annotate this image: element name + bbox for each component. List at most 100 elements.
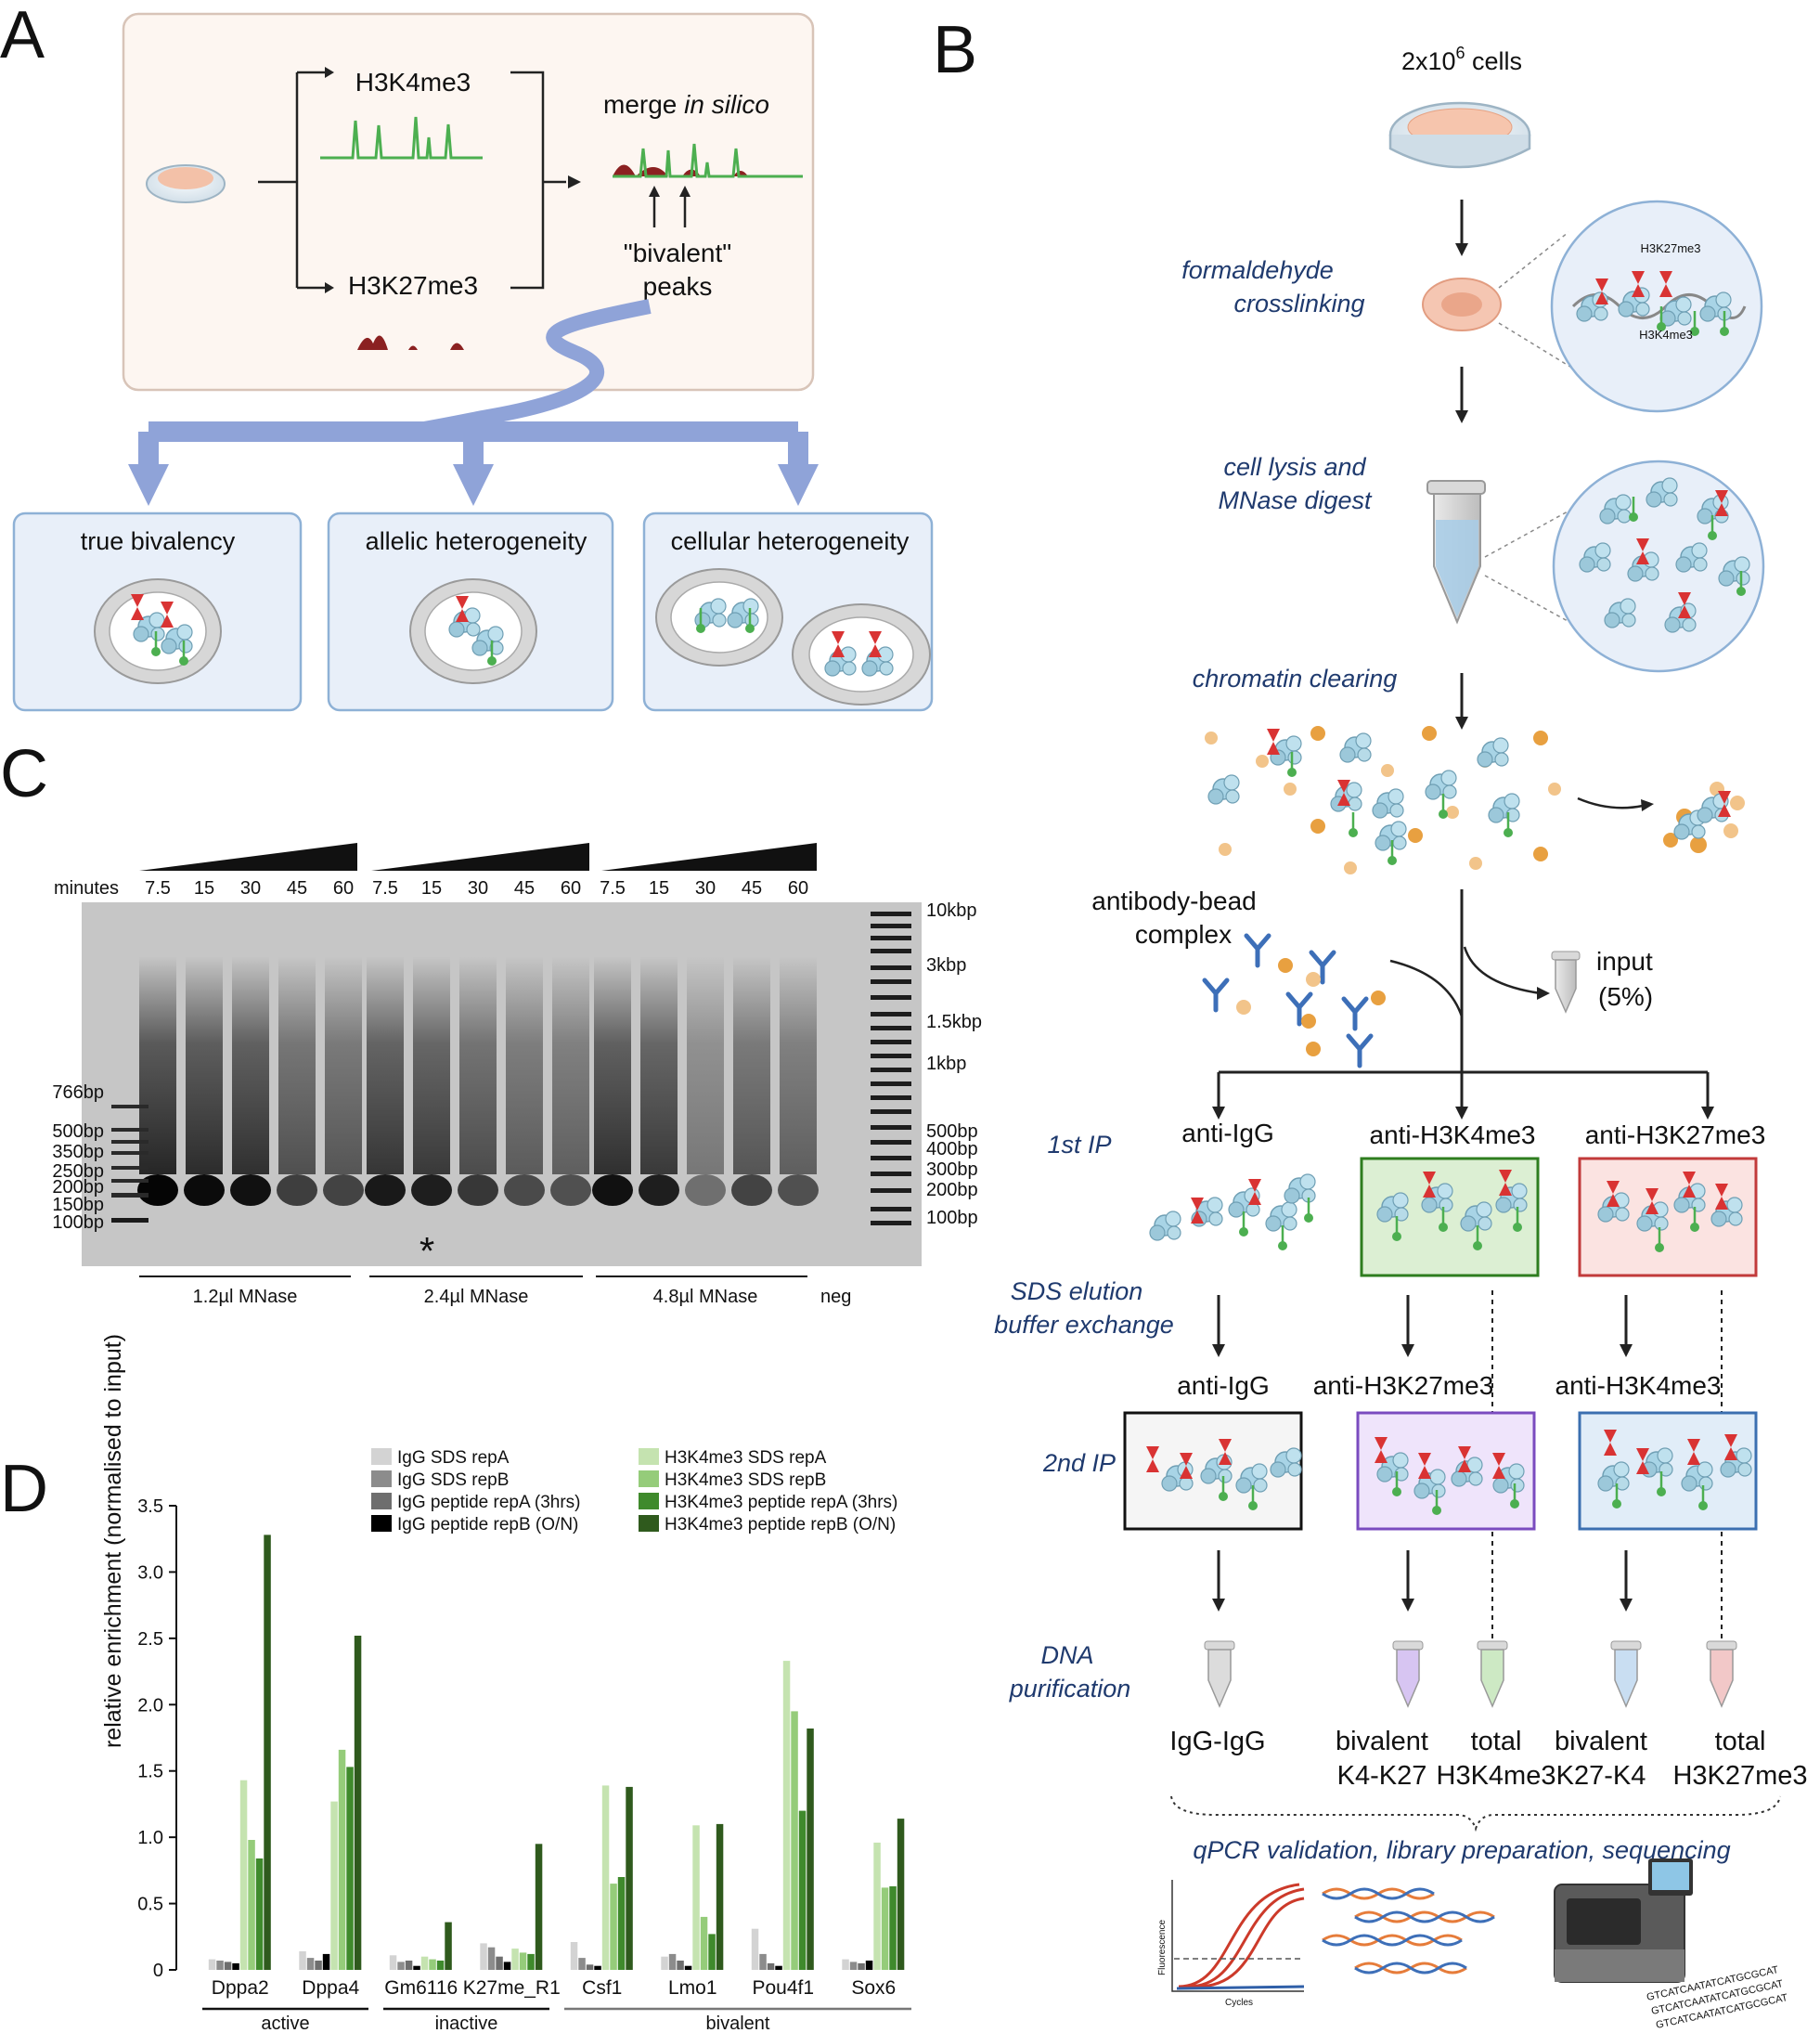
ip1-label-2: anti-H3K27me3 bbox=[1585, 1120, 1766, 1149]
x-tick-label: Dppa2 bbox=[212, 1977, 269, 1999]
ladder-band bbox=[871, 1207, 911, 1211]
cells-count-label: 2x106 cells bbox=[1401, 44, 1522, 75]
gel-lane-smear bbox=[367, 956, 404, 1174]
bar-Csf1-5 bbox=[610, 1884, 617, 1970]
step-lysis-1: cell lysis and bbox=[1223, 453, 1366, 481]
bar-Pou4f1-1 bbox=[759, 1953, 767, 1970]
output-1-line1: bivalent bbox=[1336, 1727, 1428, 1756]
bar-Csf1-2 bbox=[586, 1964, 594, 1970]
output-4-line2: H3K27me3 bbox=[1672, 1761, 1807, 1791]
bar-Gm6116-4 bbox=[420, 1956, 429, 1970]
y-tick-label: 3.5 bbox=[137, 1496, 163, 1517]
ladder-band bbox=[871, 979, 911, 984]
bar-Dppa4-2 bbox=[315, 1961, 322, 1970]
y-tick-label: 1.0 bbox=[137, 1828, 163, 1848]
cell-allelic-heterogeneity bbox=[409, 578, 537, 684]
bar-Pou4f1-2 bbox=[767, 1962, 775, 1970]
x-tick-label: Dppa4 bbox=[302, 1977, 359, 1999]
legend-label-3: IgG peptide repB (O/N) bbox=[397, 1515, 578, 1534]
time-label: 30 bbox=[695, 878, 716, 899]
x-tick-label: Pou4f1 bbox=[752, 1977, 814, 1999]
panel-label-b: B bbox=[933, 13, 977, 87]
ladder-band bbox=[871, 1054, 911, 1058]
brace bbox=[1170, 1795, 1781, 1832]
y-tick-label: 2.0 bbox=[137, 1695, 163, 1716]
bar-Dppa4-5 bbox=[338, 1749, 346, 1970]
bar-Sox6-5 bbox=[881, 1887, 889, 1970]
bar-Lmo1-5 bbox=[700, 1916, 708, 1970]
h3k27me3-track bbox=[339, 335, 483, 350]
panel-label-d: D bbox=[0, 1452, 48, 1526]
gel-lane-smear bbox=[186, 956, 223, 1174]
bar-Dppa2-1 bbox=[216, 1961, 224, 1970]
gel-lane-smear bbox=[552, 956, 589, 1174]
gel-lane-band bbox=[504, 1174, 545, 1206]
group-label-bivalent: bivalent bbox=[706, 2014, 770, 2033]
gel-lane-smear bbox=[325, 956, 362, 1174]
right-marker-labels: 10kbp 3kbp 1.5kbp 1kbp 500bp 400bp 300bp… bbox=[926, 900, 982, 1228]
star-marker: * bbox=[420, 1229, 434, 1273]
x-tick-label: Csf1 bbox=[582, 1977, 622, 1999]
petri-dish-icon bbox=[1388, 101, 1531, 169]
bar-Lmo1-4 bbox=[692, 1825, 700, 1970]
ip2-label-1: anti-H3K27me3 bbox=[1313, 1371, 1494, 1400]
ladder-band bbox=[871, 1125, 911, 1130]
bar-Dppa4-7 bbox=[354, 1636, 362, 1970]
x-tick-label: Sox6 bbox=[851, 1977, 896, 1999]
ladder-band bbox=[871, 1221, 911, 1225]
ladder-band bbox=[871, 1081, 911, 1086]
ip1-igg-content bbox=[1149, 1173, 1316, 1252]
bar-Lmo1-3 bbox=[684, 1965, 692, 1970]
chromatin-mix bbox=[1205, 726, 1561, 874]
step-sds-1: SDS elution bbox=[1011, 1277, 1143, 1305]
bar-Dppa4-6 bbox=[346, 1767, 354, 1970]
gel-lane-band bbox=[277, 1174, 317, 1206]
bar-Lmo1-6 bbox=[708, 1934, 716, 1970]
ladder-band bbox=[871, 995, 911, 1000]
gel-lane-band bbox=[685, 1174, 726, 1206]
output-3-line2: K27-K4 bbox=[1556, 1761, 1646, 1791]
bar-Lmo1-7 bbox=[716, 1823, 724, 1970]
bar-Sox6-0 bbox=[842, 1959, 849, 1970]
left-marker-5: 150bp bbox=[52, 1195, 104, 1215]
ladder-band bbox=[871, 949, 911, 953]
legend-label-7: H3K4me3 peptide repB (O/N) bbox=[665, 1515, 896, 1534]
legend-swatch-1 bbox=[371, 1470, 392, 1487]
bar-Lmo1-1 bbox=[668, 1953, 677, 1970]
group-label-inactive: inactive bbox=[435, 2014, 498, 2033]
ladder-band bbox=[871, 1012, 911, 1017]
legend-swatch-2 bbox=[371, 1493, 392, 1509]
panel-label-a: A bbox=[0, 0, 45, 72]
gel-lane-band bbox=[731, 1174, 772, 1206]
gel-lane-smear bbox=[506, 956, 543, 1174]
merged-track bbox=[613, 143, 803, 178]
label-merge: merge in silico bbox=[603, 90, 769, 119]
bar-K27me_R1-4 bbox=[511, 1949, 519, 1970]
bar-Dppa2-3 bbox=[232, 1962, 239, 1970]
output-tubes bbox=[1204, 1640, 1737, 1708]
y-tick-label: 1.5 bbox=[137, 1762, 163, 1782]
gel-lane-band bbox=[184, 1174, 225, 1206]
legend-label-4: H3K4me3 SDS repA bbox=[665, 1448, 827, 1468]
y-tick-label: 0.5 bbox=[137, 1895, 163, 1915]
gel-lane-smear bbox=[733, 956, 770, 1174]
gel-lane-smear bbox=[278, 956, 316, 1174]
right-marker-4: 500bp bbox=[926, 1121, 978, 1142]
panel-label-c: C bbox=[0, 737, 48, 811]
bar-Dppa4-0 bbox=[299, 1951, 306, 1970]
qpcr-plot-icon: Fluorescence Cycles bbox=[1157, 1880, 1305, 2008]
time-label: 7.5 bbox=[145, 878, 171, 899]
output-1-line2: K4-K27 bbox=[1337, 1761, 1427, 1791]
time-label: 15 bbox=[421, 878, 442, 899]
time-label: 30 bbox=[468, 878, 488, 899]
input-label-1: input bbox=[1596, 947, 1653, 976]
bar-Lmo1-2 bbox=[677, 1961, 684, 1970]
bar-Csf1-7 bbox=[626, 1786, 633, 1970]
bar-Sox6-3 bbox=[865, 1961, 873, 1970]
panel-a: H3K4me3 H3K27me3 merge in silico "bivale… bbox=[12, 12, 934, 712]
ladder-band bbox=[871, 1026, 911, 1030]
right-marker-8: 100bp bbox=[926, 1208, 978, 1228]
cells-cellular-heterogeneity bbox=[655, 568, 931, 706]
input-label-2: (5%) bbox=[1598, 982, 1653, 1011]
